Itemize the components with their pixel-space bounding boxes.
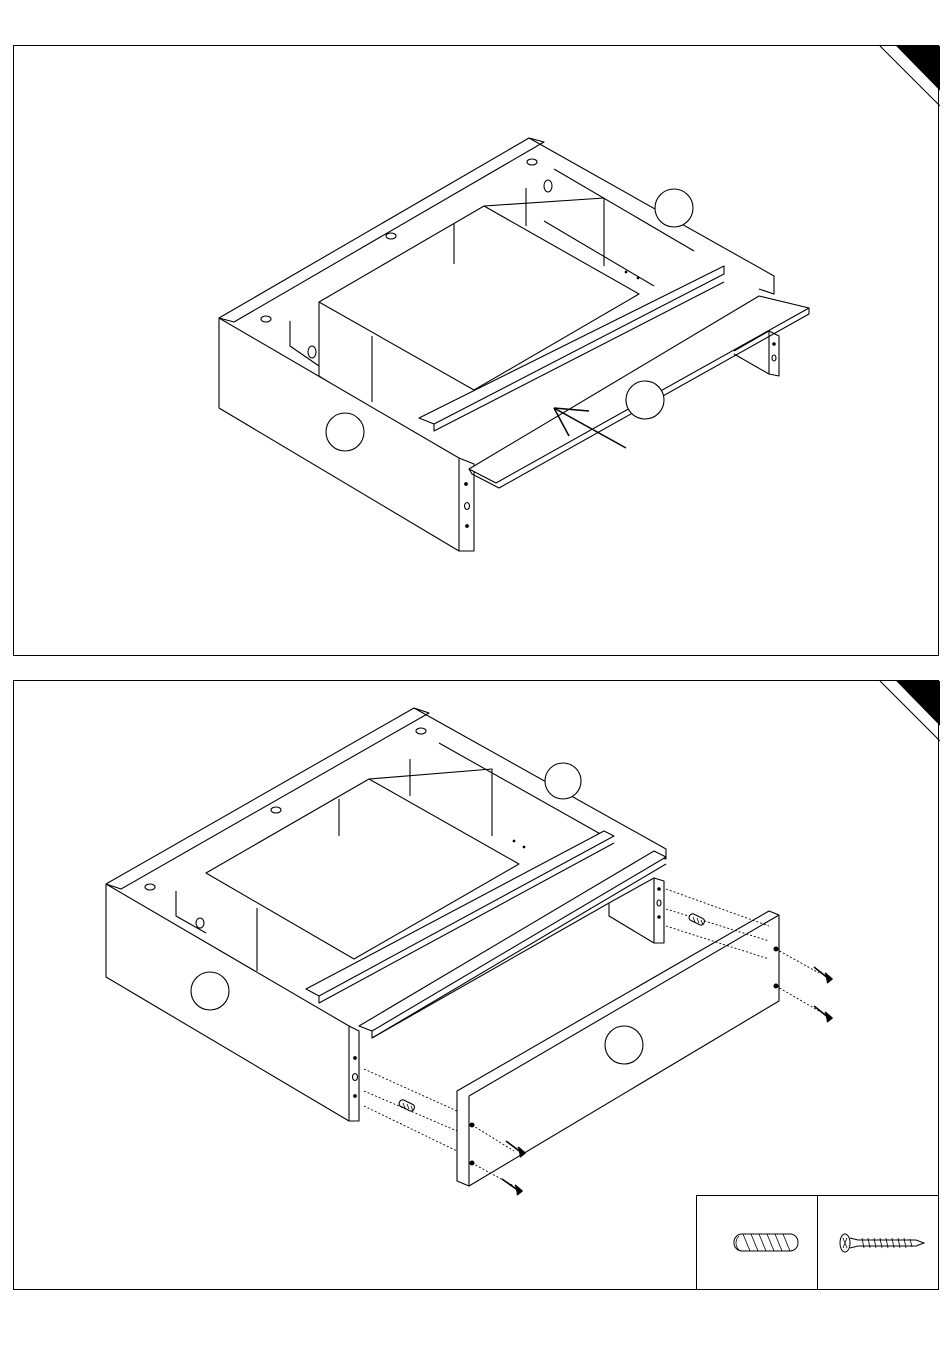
screw-icon bbox=[814, 967, 832, 983]
step-1-illustration bbox=[14, 46, 940, 657]
step-number-tab bbox=[897, 681, 940, 725]
step-1-panel bbox=[13, 45, 939, 656]
hardware-dowel-cell bbox=[697, 1196, 817, 1289]
hardware-screw-cell bbox=[817, 1196, 938, 1289]
hardware-legend bbox=[696, 1195, 939, 1290]
step-2-panel bbox=[13, 680, 939, 1290]
screw-icon bbox=[818, 1196, 939, 1289]
dowel-icon bbox=[398, 1099, 415, 1112]
dowel-icon bbox=[697, 1196, 818, 1289]
part-label-circle bbox=[191, 972, 229, 1010]
top-panel bbox=[106, 708, 666, 890]
part-label-circle bbox=[605, 1026, 643, 1064]
part-label-circle bbox=[655, 189, 693, 227]
part-label-circle bbox=[326, 413, 364, 451]
top-panel bbox=[219, 138, 774, 322]
part-label-circle bbox=[626, 381, 664, 419]
screw-icon bbox=[502, 1179, 522, 1195]
right-side-panel bbox=[609, 878, 664, 943]
screw-icon bbox=[814, 1006, 832, 1022]
inner-shelves bbox=[176, 743, 604, 971]
dowel-icon bbox=[688, 913, 705, 926]
part-label-circle bbox=[545, 763, 581, 799]
step-number-tab bbox=[897, 46, 940, 90]
